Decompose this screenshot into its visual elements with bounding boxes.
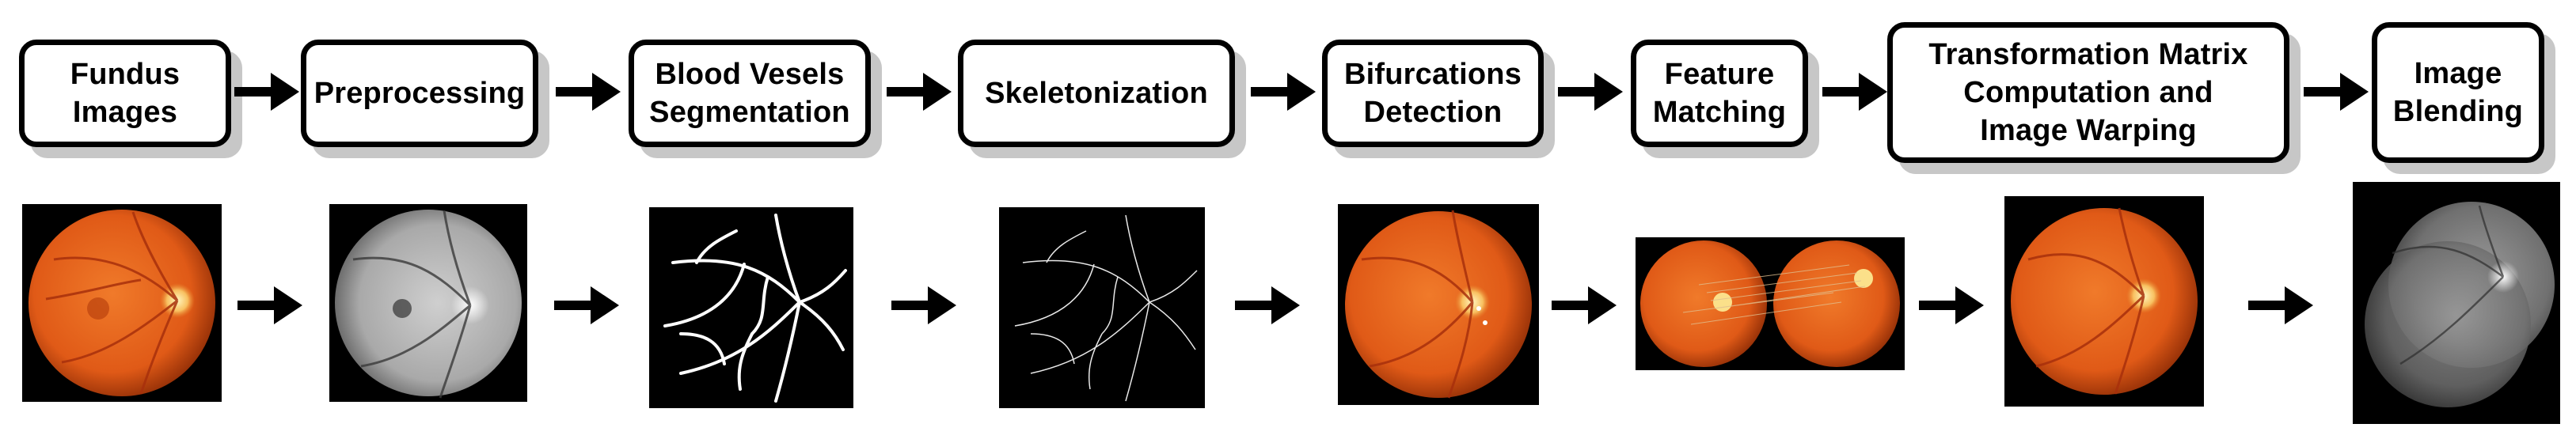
warped-fundus-image <box>2004 196 2204 407</box>
feature-matching-image <box>1636 237 1905 370</box>
arrow-right-icon <box>234 73 299 111</box>
step-label: Skeletonization <box>985 77 1208 110</box>
arrow-right-icon <box>556 73 621 111</box>
color-fundus-image <box>22 204 222 402</box>
arrow-right-icon <box>554 286 619 324</box>
blended-grayscale-image <box>2353 182 2560 424</box>
step-bifurcations-detection: Bifurcations Detection <box>1322 40 1555 158</box>
arrow-right-icon <box>1235 286 1300 324</box>
step-feature-matching: Feature Matching <box>1631 40 1819 158</box>
skeleton-image <box>999 207 1205 408</box>
bifurcation-fundus-image <box>1338 204 1539 405</box>
arrow-right-icon <box>1822 73 1887 111</box>
arrow-right-icon <box>1552 286 1617 324</box>
arrow-right-icon <box>2248 286 2313 324</box>
step-transformation-matrix: Transformation Matrix Computation and Im… <box>1887 22 2301 174</box>
step-image-blending: Image Blending <box>2372 22 2555 174</box>
grayscale-fundus-image <box>329 204 527 402</box>
arrow-right-icon <box>1919 286 1984 324</box>
step-skeletonization: Skeletonization <box>958 40 1246 158</box>
step-label: Blood Vesels Segmentation <box>649 58 850 129</box>
arrow-right-icon <box>237 286 302 324</box>
step-label: Fundus Images <box>70 58 180 129</box>
step-label: Image Blending <box>2392 57 2524 128</box>
step-preprocessing: Preprocessing <box>301 40 549 158</box>
step-label: Bifurcations Detection <box>1343 58 1522 129</box>
step-label: Feature Matching <box>1652 58 1787 129</box>
step-label: Transformation Matrix Computation and Im… <box>1928 38 2248 147</box>
vessel-segmentation-image <box>649 207 853 408</box>
arrow-right-icon <box>2304 73 2369 111</box>
step-blood-vessels-segmentation: Blood Vesels Segmentation <box>629 40 882 158</box>
arrow-right-icon <box>887 73 952 111</box>
step-label: Preprocessing <box>313 77 526 110</box>
arrow-right-icon <box>1251 73 1316 111</box>
arrow-right-icon <box>1558 73 1623 111</box>
arrow-right-icon <box>891 286 956 324</box>
step-fundus-images: Fundus Images <box>19 40 242 158</box>
